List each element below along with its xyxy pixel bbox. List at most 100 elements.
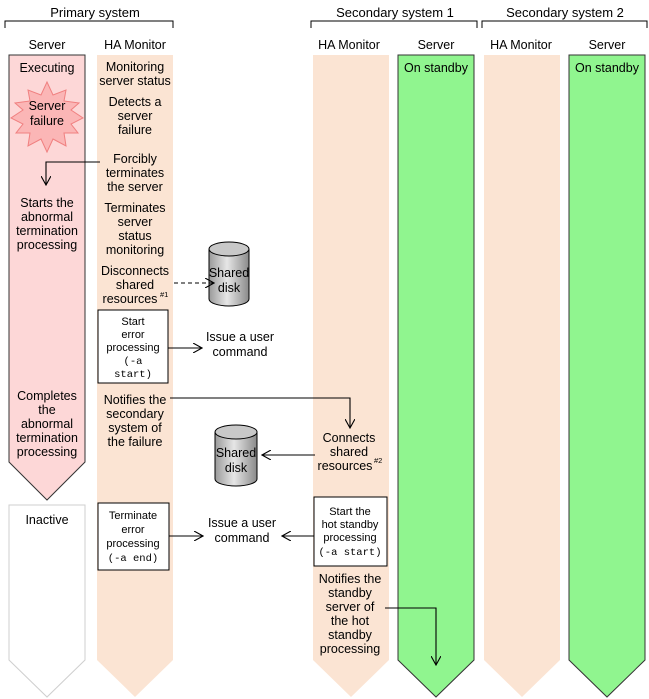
col-sec2-server: Server — [589, 38, 626, 52]
terminate-error-box: Terminate error processing (-a end) — [97, 502, 170, 571]
svg-text:Issue a user: Issue a user — [206, 330, 274, 344]
svg-text:Notifies the: Notifies the — [319, 572, 382, 586]
monitoring-text: Monitoring server status — [99, 60, 171, 88]
forcibly-text: Forcibly terminates the server — [106, 152, 164, 194]
svg-text:processing: processing — [323, 532, 376, 544]
sec1-server-band — [397, 54, 475, 698]
svg-text:processing: processing — [17, 238, 77, 252]
svg-text:server status: server status — [99, 74, 171, 88]
user-command-1: Issue a user command — [206, 330, 274, 359]
svg-text:processing: processing — [106, 342, 159, 354]
svg-text:system of: system of — [108, 421, 162, 435]
sec1-standby-label: On standby — [404, 61, 469, 75]
svg-text:hot standby: hot standby — [322, 519, 379, 531]
notifies-standby-text: Notifies the standby server of the hot s… — [319, 572, 382, 656]
svg-text:Forcibly: Forcibly — [113, 152, 158, 166]
start-hot-standby-box: Start the hot standby processing (-a sta… — [313, 496, 388, 567]
svg-text:disk: disk — [218, 281, 241, 295]
svg-text:resources: resources — [318, 459, 373, 473]
starts-abnormal-text: Starts the abnormal termination processi… — [16, 196, 78, 252]
sec2-standby-label: On standby — [575, 61, 640, 75]
note-1: #1 — [160, 290, 168, 299]
primary-server-active-band — [8, 54, 86, 501]
svg-text:Start the: Start the — [329, 506, 371, 518]
start-error-box: Start error processing (-a start) — [97, 309, 169, 384]
svg-text:server of: server of — [326, 600, 375, 614]
svg-text:Issue a user: Issue a user — [208, 516, 276, 530]
svg-text:abnormal: abnormal — [21, 210, 73, 224]
arrow-forcibly-terminate — [46, 161, 100, 185]
detects-text: Detects a server failure — [109, 95, 162, 137]
svg-text:processing: processing — [106, 538, 159, 550]
svg-text:(-a end): (-a end) — [108, 553, 158, 565]
header-primary: Primary system — [4, 5, 174, 28]
svg-text:(-a start): (-a start) — [318, 547, 381, 559]
inactive-label: Inactive — [25, 513, 68, 527]
svg-text:Notifies the: Notifies the — [104, 393, 167, 407]
user-command-2: Issue a user command — [208, 516, 276, 545]
svg-text:the hot: the hot — [331, 614, 370, 628]
svg-text:the: the — [38, 403, 55, 417]
svg-text:Completes: Completes — [17, 389, 77, 403]
col-primary-ha: HA Monitor — [104, 38, 166, 52]
primary-server-inactive-band — [8, 504, 86, 698]
svg-text:Terminate: Terminate — [109, 510, 157, 522]
failure-label-line2: failure — [30, 114, 64, 128]
col-sec2-ha: HA Monitor — [490, 38, 552, 52]
executing-label: Executing — [20, 61, 75, 75]
svg-text:abnormal: abnormal — [21, 417, 73, 431]
svg-text:standby: standby — [328, 628, 373, 642]
header-secondary2: Secondary system 2 — [481, 5, 648, 28]
sec2-server-band — [568, 54, 646, 698]
col-sec1-server: Server — [418, 38, 455, 52]
svg-text:Terminates: Terminates — [104, 201, 165, 215]
failure-label-line1: Server — [29, 99, 66, 113]
svg-text:Disconnects: Disconnects — [101, 264, 169, 278]
col-sec1-ha: HA Monitor — [318, 38, 380, 52]
header-secondary2-label: Secondary system 2 — [506, 5, 624, 20]
server-failure-burst: Server failure — [10, 80, 84, 154]
svg-text:terminates: terminates — [106, 166, 164, 180]
svg-text:termination: termination — [16, 224, 78, 238]
svg-text:server: server — [118, 215, 153, 229]
svg-text:failure: failure — [118, 123, 152, 137]
header-primary-label: Primary system — [50, 5, 140, 20]
header-secondary1: Secondary system 1 — [310, 5, 478, 28]
svg-text:status: status — [118, 229, 151, 243]
shared-disk-2: Shared disk — [214, 424, 258, 487]
arrow-notify-standby-server — [385, 607, 436, 665]
svg-text:processing: processing — [17, 445, 77, 459]
arrow-notify-secondary — [170, 397, 350, 428]
connects-text: Connects shared resources #2 — [318, 431, 383, 473]
svg-text:Shared: Shared — [209, 266, 249, 280]
svg-text:Start: Start — [121, 316, 144, 328]
svg-text:the failure: the failure — [108, 435, 163, 449]
svg-text:shared: shared — [330, 445, 368, 459]
svg-text:disk: disk — [225, 461, 248, 475]
svg-text:resources: resources — [103, 292, 158, 306]
svg-text:monitoring: monitoring — [106, 243, 164, 257]
svg-text:server: server — [118, 109, 153, 123]
note-2: #2 — [374, 456, 382, 465]
svg-text:error: error — [121, 329, 145, 341]
svg-text:the server: the server — [107, 180, 163, 194]
svg-text:Detects a: Detects a — [109, 95, 162, 109]
svg-text:processing: processing — [320, 642, 380, 656]
col-primary-server: Server — [29, 38, 66, 52]
svg-text:standby: standby — [328, 586, 373, 600]
svg-text:start): start) — [114, 369, 152, 381]
shared-disk-1: Shared disk — [208, 241, 250, 307]
svg-text:shared: shared — [116, 278, 154, 292]
sec2-ha-band — [484, 55, 560, 697]
svg-text:Shared: Shared — [216, 446, 256, 460]
svg-text:error: error — [121, 524, 145, 536]
svg-text:secondary: secondary — [106, 407, 164, 421]
header-secondary1-label: Secondary system 1 — [336, 5, 454, 20]
svg-text:command: command — [213, 345, 268, 359]
svg-text:command: command — [215, 531, 270, 545]
completes-abnormal-text: Completes the abnormal termination proce… — [16, 389, 78, 459]
svg-text:Monitoring: Monitoring — [106, 60, 164, 74]
notifies-secondary-text: Notifies the secondary system of the fai… — [104, 393, 167, 449]
